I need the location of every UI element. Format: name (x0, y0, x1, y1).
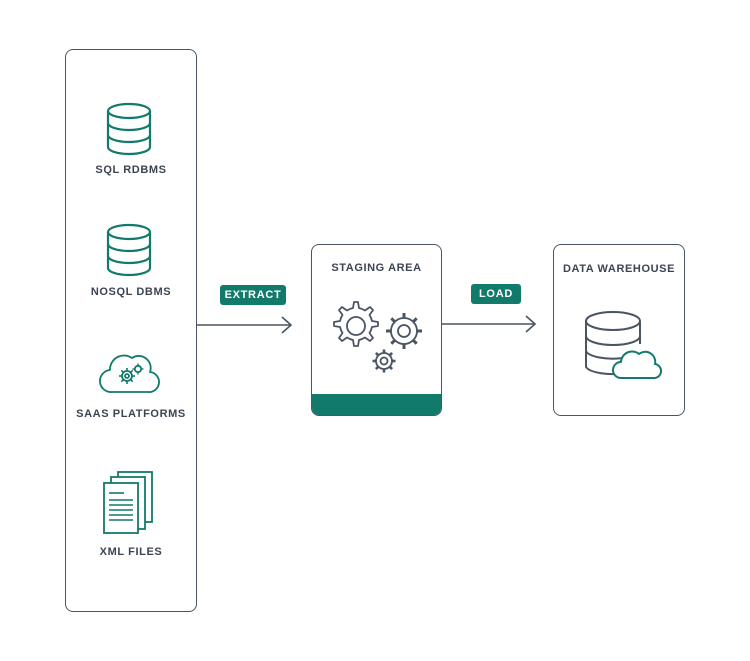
database-icon (106, 223, 152, 277)
database-cloud-icon (585, 311, 663, 380)
load-badge: LOAD (471, 284, 521, 304)
source-label-sql-rdbms: SQL RDBMS (95, 164, 167, 176)
staging-area-bar (312, 394, 441, 415)
extract-arrow (196, 316, 293, 334)
cloud-gears-icon (99, 354, 160, 393)
staging-area-box (311, 244, 442, 416)
staging-area-title: STAGING AREA (331, 262, 422, 274)
extract-badge: EXTRACT (220, 285, 286, 305)
gears-icon (333, 301, 422, 373)
documents-icon (103, 471, 153, 534)
load-arrow (442, 315, 537, 333)
data-warehouse-title: DATA WAREHOUSE (562, 263, 676, 275)
database-icon (106, 102, 152, 156)
source-label-nosql-dbms: NOSQL DBMS (90, 286, 172, 298)
source-label-saas-platforms: SAAS PLATFORMS (76, 408, 186, 420)
source-label-xml-files: XML FILES (99, 546, 163, 558)
